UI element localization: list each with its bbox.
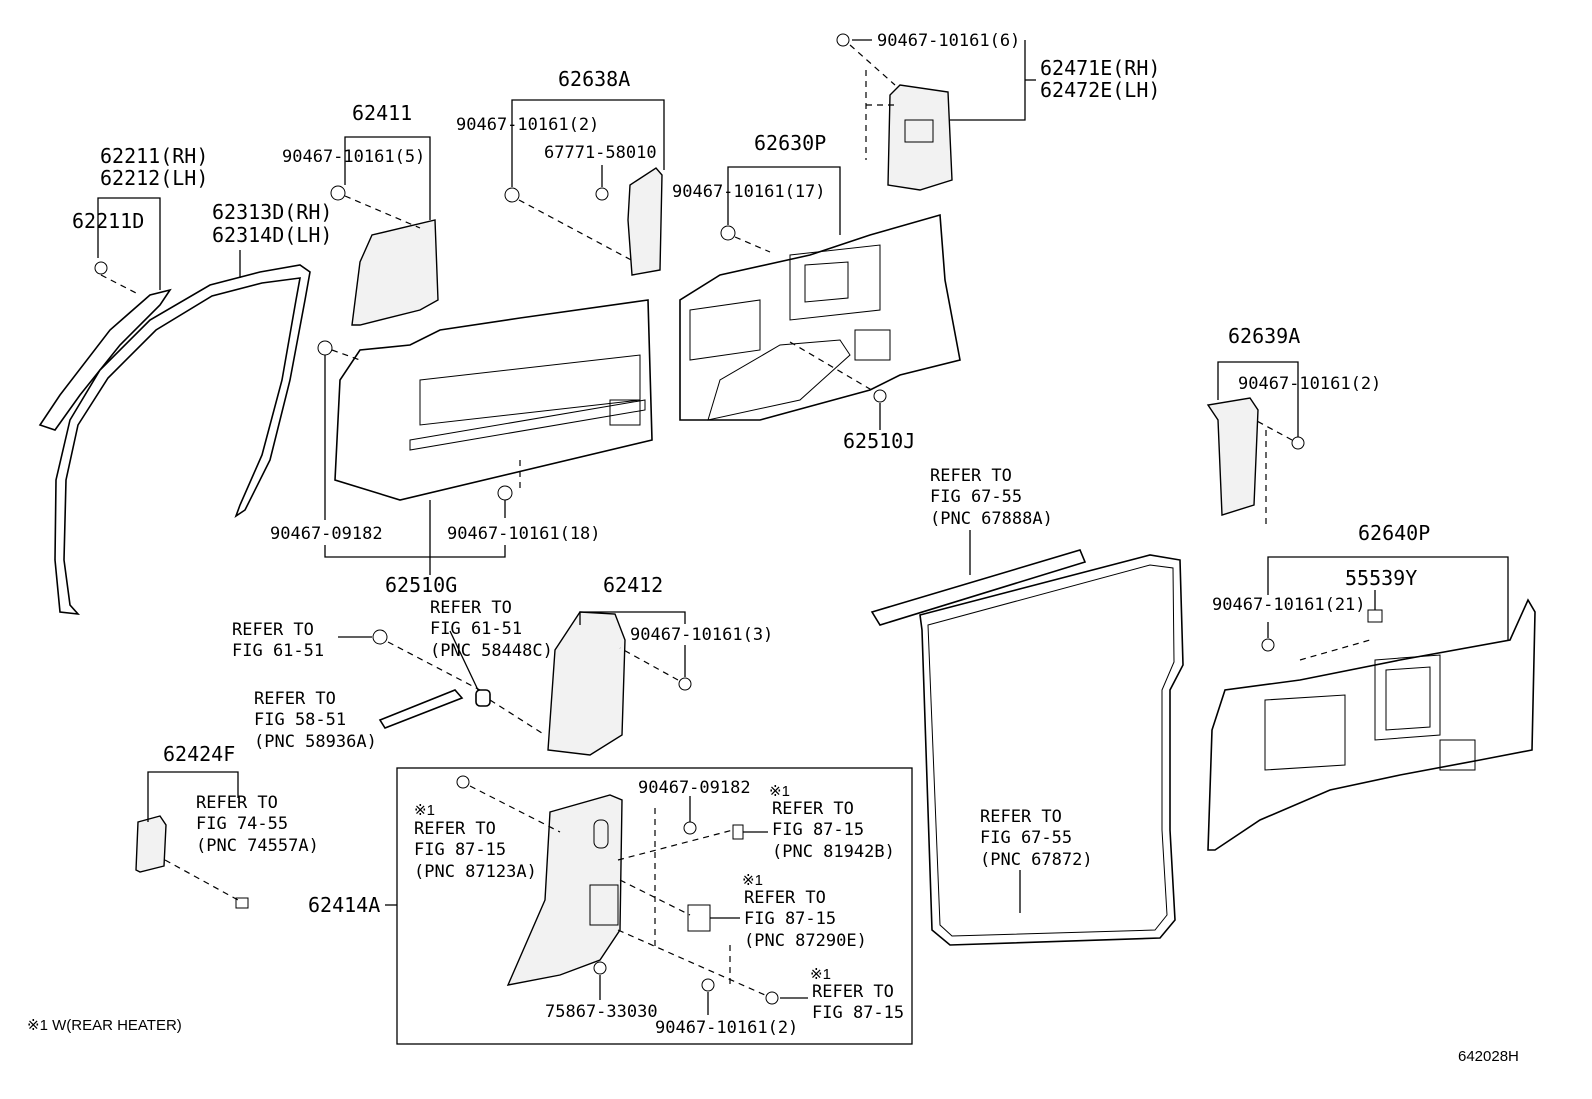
- refer-6755b-line3: (PNC 67872): [980, 850, 1093, 870]
- refer-6151b-line2: FIG 61-51: [430, 619, 522, 639]
- label-62638A: 62638A: [558, 67, 630, 91]
- refer-8715a-line2: FIG 87-15: [414, 840, 506, 860]
- refer-6151a-line2: FIG 61-51: [232, 641, 324, 661]
- label-62412: 62412: [603, 573, 663, 597]
- refer-6151a-line1: REFER TO: [232, 620, 314, 640]
- refer-8715d-line1: REFER TO: [812, 982, 894, 1002]
- pillar-62638A: [504, 167, 663, 276]
- refer-8715b-line1: REFER TO: [772, 799, 854, 819]
- refer-notes: REFER TO FIG 61-51 REFER TO FIG 61-51 (P…: [196, 466, 1093, 1023]
- refer-8715c-mark: ※1: [742, 872, 763, 889]
- label-62411: 62411: [352, 101, 412, 125]
- weatherstrip-62313D: [54, 264, 311, 616]
- label-62313D: 62313D(RH): [212, 200, 332, 224]
- refer-8715d-line2: FIG 87-15: [812, 1003, 904, 1023]
- refer-6755b-line1: REFER TO: [980, 807, 1062, 827]
- label-62411-clip: 90467-10161(5): [282, 147, 425, 167]
- refer-8715a-line3: (PNC 87123A): [414, 862, 537, 882]
- label-75867: 75867-33030: [545, 1002, 658, 1022]
- label-62510J: 62510J: [843, 429, 915, 453]
- label-62314D: 62314D(LH): [212, 223, 332, 247]
- refer-8715c-line2: FIG 87-15: [744, 909, 836, 929]
- assembly-62414A: [396, 767, 913, 1045]
- label-55539Y: 55539Y: [1345, 566, 1417, 590]
- refer-6755a-line3: (PNC 67888A): [930, 509, 1053, 529]
- refer-6151b-line1: REFER TO: [430, 598, 512, 618]
- part-labels: 62211(RH) 62212(LH) 62211D 62313D(RH) 62…: [72, 31, 1430, 1038]
- door-weatherstrip: [870, 549, 1184, 946]
- label-62630P: 62630P: [754, 131, 826, 155]
- refer-5851-line2: FIG 58-51: [254, 710, 346, 730]
- figure-id: 642028H: [1458, 1048, 1519, 1065]
- refer-8715b-line2: FIG 87-15: [772, 820, 864, 840]
- refer-6151b-line3: (PNC 58448C): [430, 641, 553, 661]
- trim-62412: [372, 611, 692, 756]
- pillar-garnish-62211: [38, 261, 172, 431]
- refer-6755b-line2: FIG 67-55: [980, 828, 1072, 848]
- label-62414A-clip: 90467-10161(2): [655, 1018, 798, 1038]
- label-62471E: 62471E(RH): [1040, 56, 1160, 80]
- label-62630P-clip: 90467-10161(17): [672, 182, 826, 202]
- refer-8715a-line1: REFER TO: [414, 819, 496, 839]
- refer-5851-line1: REFER TO: [254, 689, 336, 709]
- label-62638A-clip: 90467-10161(2): [456, 115, 599, 135]
- quarter-trim-62471E: [836, 33, 953, 191]
- label-62510G-clip: 90467-10161(18): [447, 524, 601, 544]
- side-panel-62640P: [1207, 598, 1536, 851]
- footnote: ※1 W(REAR HEATER): [27, 1017, 182, 1034]
- refer-6755a-line2: FIG 67-55: [930, 487, 1022, 507]
- refer-7455-line3: (PNC 74557A): [196, 836, 319, 856]
- label-62424F: 62424F: [163, 742, 235, 766]
- refer-5851-line3: (PNC 58936A): [254, 732, 377, 752]
- label-09182-upper: 90467-09182: [270, 524, 383, 544]
- refer-8715a-mark: ※1: [414, 802, 435, 819]
- label-62472E: 62472E(LH): [1040, 78, 1160, 102]
- trim-62411: [330, 185, 439, 326]
- label-62412-clip: 90467-10161(3): [630, 625, 773, 645]
- label-62640P: 62640P: [1358, 521, 1430, 545]
- side-panel-62510G: [317, 299, 653, 501]
- refer-8715b-line3: (PNC 81942B): [772, 842, 895, 862]
- rear-panel-62630P: [679, 213, 961, 421]
- label-top-clip: 90467-10161(6): [877, 31, 1020, 51]
- refer-8715c-line3: (PNC 87290E): [744, 931, 867, 951]
- label-09182-lower: 90467-09182: [638, 778, 751, 798]
- leader-lines: [97, 39, 1509, 1015]
- refer-6755a-line1: REFER TO: [930, 466, 1012, 486]
- refer-8715c-line1: REFER TO: [744, 888, 826, 908]
- label-62414A: 62414A: [308, 893, 380, 917]
- label-62510G: 62510G: [385, 573, 457, 597]
- refer-8715b-mark: ※1: [769, 783, 790, 800]
- label-62212: 62212(LH): [100, 166, 208, 190]
- label-62640P-clip: 90467-10161(21): [1212, 595, 1366, 615]
- label-67771: 67771-58010: [544, 143, 657, 163]
- cover-62424F: [135, 815, 249, 909]
- refer-7455-line1: REFER TO: [196, 793, 278, 813]
- refer-7455-line2: FIG 74-55: [196, 814, 288, 834]
- label-62639A: 62639A: [1228, 324, 1300, 348]
- label-62211D: 62211D: [72, 209, 144, 233]
- pillar-62639A: [1206, 397, 1305, 525]
- refer-8715d-mark: ※1: [810, 966, 831, 983]
- label-62639A-clip: 90467-10161(2): [1238, 374, 1381, 394]
- label-62211: 62211(RH): [100, 144, 208, 168]
